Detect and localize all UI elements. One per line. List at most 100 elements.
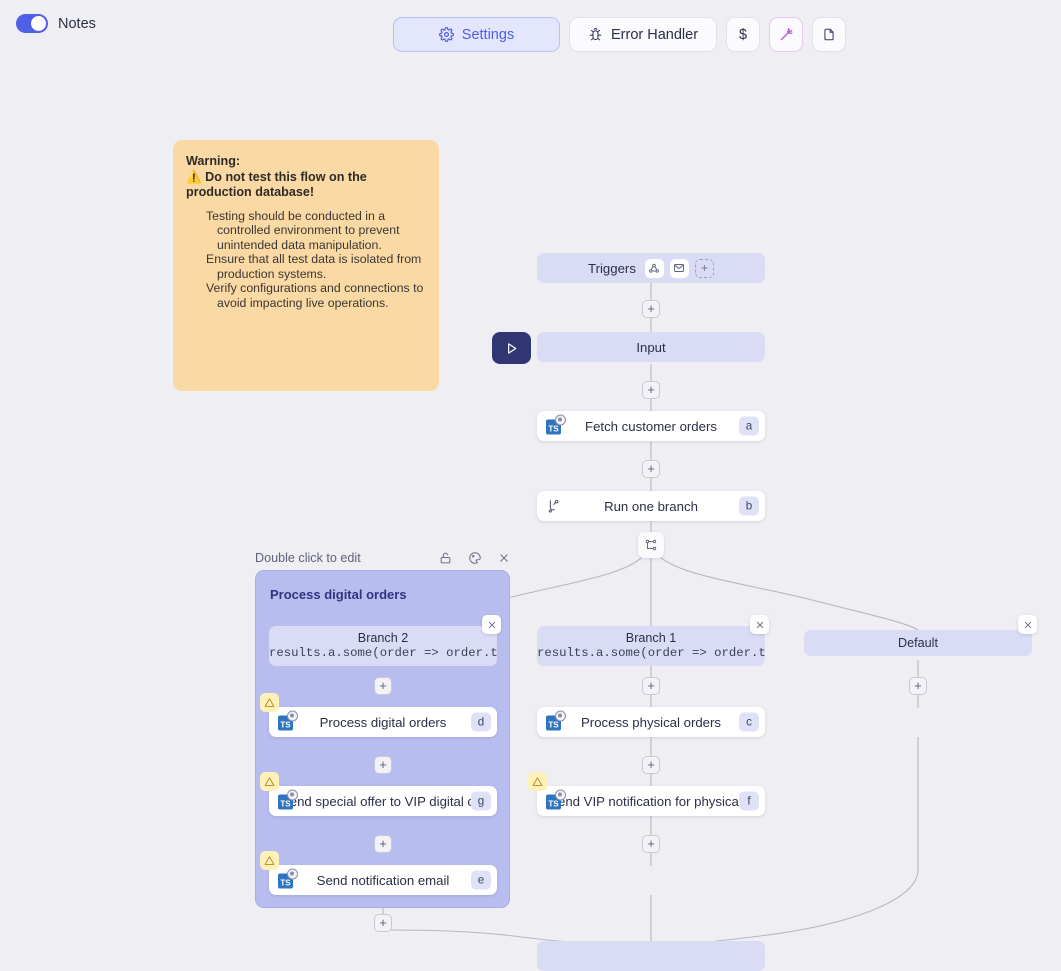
docs-button[interactable] — [812, 17, 847, 52]
branch-split-icon[interactable] — [638, 532, 664, 558]
warning-icon — [260, 772, 279, 791]
branch-expression: results.a.some(order => order.type — [269, 646, 497, 660]
bug-icon — [588, 27, 603, 42]
typescript-icon: TS — [278, 789, 298, 810]
add-step-button[interactable]: + — [642, 677, 660, 695]
add-step-button[interactable]: + — [374, 914, 392, 932]
plus-glyph: + — [914, 678, 922, 693]
plus-glyph: + — [647, 382, 655, 397]
plus-glyph: + — [379, 678, 387, 693]
node-badge: d — [471, 712, 491, 732]
triggers-node[interactable]: Triggers + — [537, 253, 765, 283]
group-title: Process digital orders — [270, 587, 407, 602]
note-bullet-list: Testing should be conducted in a control… — [186, 209, 425, 311]
node-fetch-customer-orders[interactable]: TS Fetch customer orders a — [537, 411, 765, 441]
node-run-one-branch[interactable]: Run one branch b — [537, 491, 765, 521]
cost-button[interactable]: $ — [726, 17, 761, 52]
plus-glyph: + — [647, 836, 655, 851]
toolbar-buttons: Settings Error Handler $ — [393, 17, 847, 52]
list-item: Verify configurations and connections to… — [206, 281, 424, 311]
branch-condition-card-1[interactable]: Branch 1 results.a.some(order => order.t… — [537, 626, 765, 666]
node-badge: g — [471, 791, 491, 811]
plus-glyph: + — [647, 301, 655, 316]
typescript-icon: TS — [546, 789, 566, 810]
input-node[interactable]: Input — [537, 332, 765, 362]
branch-name: Branch 1 — [625, 631, 677, 645]
list-item: Ensure that all test data is isolated fr… — [206, 252, 422, 281]
triggers-label: Triggers — [588, 260, 636, 276]
warning-icon — [260, 851, 279, 870]
play-icon — [508, 342, 517, 354]
add-step-button[interactable]: + — [374, 835, 392, 853]
plus-glyph: + — [647, 461, 655, 476]
error-handler-button[interactable]: Error Handler — [569, 17, 718, 52]
plus-glyph: + — [379, 836, 387, 851]
group-container-process-digital-orders[interactable]: Process digital orders — [255, 570, 510, 908]
group-header: Double click to edit — [255, 551, 510, 565]
node-send-notification-email[interactable]: TS Send notification email e — [260, 851, 497, 895]
add-step-button[interactable]: + — [642, 460, 660, 478]
email-icon[interactable] — [669, 258, 689, 278]
close-icon[interactable] — [498, 552, 510, 564]
typescript-icon: TS — [546, 710, 566, 731]
node-badge: b — [739, 496, 759, 516]
note-title: Warning: — [186, 154, 241, 168]
add-step-button[interactable]: + — [642, 300, 660, 318]
node-badge: e — [471, 870, 491, 890]
notes-toggle[interactable] — [16, 14, 48, 33]
plus-glyph: + — [379, 915, 387, 930]
webhook-icon[interactable] — [644, 258, 664, 278]
node-label: Process physical orders — [581, 714, 721, 730]
add-trigger-button[interactable]: + — [694, 258, 714, 278]
branch-name: Branch 2 — [357, 631, 409, 645]
run-flow-button[interactable] — [492, 332, 531, 364]
palette-icon[interactable] — [468, 551, 482, 565]
warning-note-card[interactable]: Warning: ⚠️ Do not test this flow on the… — [173, 140, 439, 391]
plus-glyph: + — [647, 757, 655, 772]
add-step-button[interactable]: + — [642, 381, 660, 399]
document-icon — [822, 27, 836, 42]
branch-condition-card-2[interactable]: Branch 2 results.a.some(order => order.t… — [269, 626, 497, 666]
add-step-button[interactable]: + — [374, 677, 392, 695]
node-badge: a — [739, 416, 759, 436]
branch-condition-card-default[interactable]: Default — [804, 630, 1032, 656]
plus-glyph: + — [379, 757, 387, 772]
error-handler-label: Error Handler — [611, 26, 699, 43]
node-process-digital-orders[interactable]: TS Process digital orders d — [260, 693, 497, 737]
node-label: Fetch customer orders — [585, 418, 717, 434]
branch-name: Default — [898, 636, 938, 650]
magic-wand-icon — [779, 27, 794, 42]
notes-toggle-group[interactable]: Notes — [16, 14, 96, 33]
add-step-button[interactable]: + — [642, 835, 660, 853]
dollar-icon: $ — [738, 26, 748, 43]
note-heading: ⚠️ Do not test this flow on the producti… — [186, 169, 367, 200]
gear-icon — [438, 27, 454, 42]
add-step-button[interactable]: + — [374, 756, 392, 774]
unlock-icon[interactable] — [439, 551, 452, 565]
merge-node[interactable] — [537, 941, 765, 971]
settings-button[interactable]: Settings — [393, 17, 560, 52]
node-label: Send VIP notification for physical... — [549, 793, 753, 809]
remove-branch-button[interactable] — [750, 615, 769, 634]
notes-label: Notes — [58, 15, 96, 32]
settings-button-label: Settings — [461, 26, 515, 43]
node-label: Send special offer to VIP digital c... — [280, 793, 486, 809]
node-send-special-offer-vip-digital[interactable]: TS Send special offer to VIP digital c..… — [260, 772, 497, 816]
flow-edges — [382, 283, 919, 947]
add-step-button[interactable]: + — [909, 677, 927, 695]
node-label: Process digital orders — [319, 714, 447, 730]
typescript-icon: TS — [278, 710, 298, 731]
warning-icon — [260, 693, 279, 712]
remove-branch-button[interactable] — [482, 615, 501, 634]
add-step-button[interactable]: + — [642, 756, 660, 774]
list-item: Testing should be conducted in a control… — [206, 208, 400, 252]
top-toolbar: Notes Settings Error Handler $ — [0, 0, 1061, 68]
branch-expression: results.a.some(order => order.type — [537, 646, 765, 660]
node-send-vip-notification-physical[interactable]: TS Send VIP notification for physical...… — [528, 772, 765, 816]
node-process-physical-orders[interactable]: TS Process physical orders c — [537, 707, 765, 737]
ai-assist-button[interactable] — [769, 17, 804, 52]
remove-branch-button[interactable] — [1018, 615, 1037, 634]
plus-glyph: + — [647, 678, 655, 693]
node-label: Send notification email — [316, 872, 450, 888]
branch-icon — [546, 499, 561, 514]
